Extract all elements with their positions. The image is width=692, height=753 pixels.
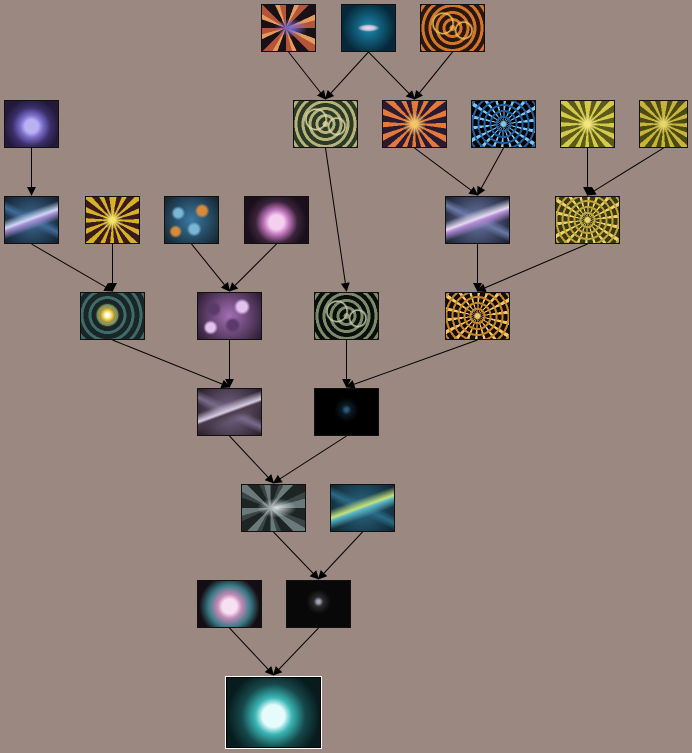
edge-n2-to-n5 bbox=[324, 51, 369, 100]
edge-n3-to-n6 bbox=[413, 51, 453, 100]
fractal-thumbnail-n7[interactable] bbox=[471, 100, 536, 148]
fractal-thumbnail-n16[interactable] bbox=[80, 292, 145, 340]
fractal-thumbnail-n3[interactable] bbox=[420, 4, 485, 52]
fractal-thumbnail-n25[interactable] bbox=[286, 580, 351, 628]
fractal-thumbnail-n12[interactable] bbox=[164, 196, 219, 244]
fractal-thumbnail-n13[interactable] bbox=[244, 196, 309, 244]
fractal-thumbnail-n21[interactable] bbox=[314, 388, 379, 436]
fractal-thumbnail-n1[interactable] bbox=[261, 4, 316, 52]
fractal-thumbnail-n4[interactable] bbox=[4, 100, 59, 148]
edge-n9-to-n15 bbox=[586, 147, 664, 196]
fractal-thumbnail-n15[interactable] bbox=[555, 196, 620, 244]
fractal-thumbnail-n14[interactable] bbox=[445, 196, 510, 244]
edge-n19-to-n21 bbox=[345, 339, 478, 389]
edge-n1-to-n5 bbox=[288, 51, 327, 100]
edge-n15-to-n19 bbox=[476, 243, 588, 292]
edge-n20-to-n22 bbox=[229, 435, 275, 484]
fractal-thumbnail-n9[interactable] bbox=[639, 100, 688, 148]
edge-n22-to-n25 bbox=[273, 531, 320, 580]
fractal-thumbnail-n11[interactable] bbox=[85, 196, 140, 244]
fractal-thumbnail-n23[interactable] bbox=[330, 484, 395, 532]
fractal-thumbnail-n22[interactable] bbox=[241, 484, 306, 532]
fractal-thumbnail-n10[interactable] bbox=[4, 196, 59, 244]
edge-n21-to-n22 bbox=[272, 435, 347, 484]
edge-n24-to-n26 bbox=[229, 627, 275, 676]
fractal-thumbnail-n17[interactable] bbox=[197, 292, 262, 340]
fractal-thumbnail-n8[interactable] bbox=[560, 100, 615, 148]
fractal-thumbnail-n26[interactable] bbox=[225, 676, 322, 749]
fractal-thumbnail-n20[interactable] bbox=[197, 388, 262, 436]
fractal-thumbnail-n18[interactable] bbox=[314, 292, 379, 340]
edge-n7-to-n14 bbox=[477, 147, 504, 196]
edge-n16-to-n20 bbox=[112, 339, 231, 389]
edge-n10-to-n16 bbox=[31, 243, 114, 292]
fractal-thumbnail-n2[interactable] bbox=[341, 4, 396, 52]
edge-n13-to-n17 bbox=[228, 243, 277, 292]
fractal-thumbnail-n19[interactable] bbox=[445, 292, 510, 340]
edge-n2-to-n6 bbox=[368, 51, 416, 100]
edge-n12-to-n17 bbox=[191, 243, 231, 292]
edge-n6-to-n14 bbox=[414, 147, 479, 196]
edge-n25-to-n26 bbox=[272, 627, 319, 676]
fractal-thumbnail-n5[interactable] bbox=[293, 100, 358, 148]
edge-n5-to-n18 bbox=[325, 147, 350, 292]
edge-n23-to-n25 bbox=[317, 531, 363, 580]
fractal-thumbnail-n6[interactable] bbox=[382, 100, 447, 148]
fractal-thumbnail-n24[interactable] bbox=[197, 580, 262, 628]
